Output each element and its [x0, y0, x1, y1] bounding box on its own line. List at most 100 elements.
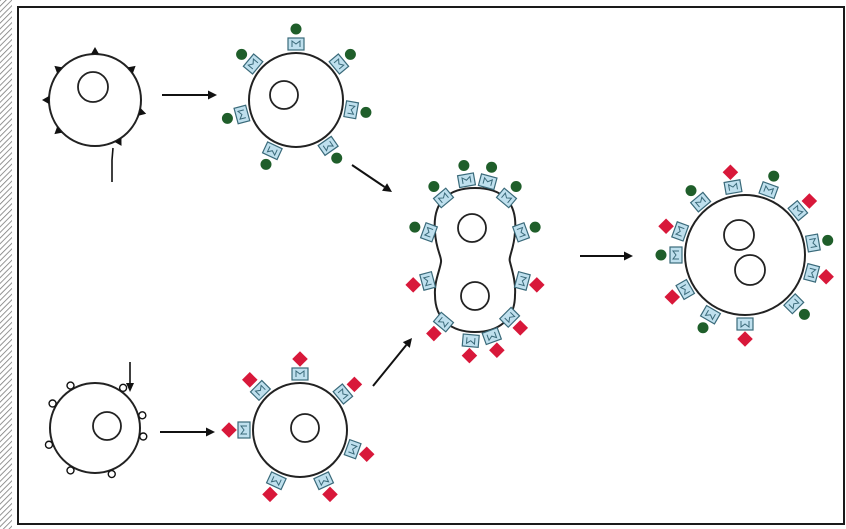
receptor-icon — [498, 306, 521, 329]
circle-marker-icon — [107, 469, 116, 479]
receptor-notch — [266, 146, 278, 157]
receptor-icon — [758, 181, 779, 200]
injection-arrow — [126, 362, 134, 392]
receptor-icon — [233, 104, 251, 125]
receptor-notch — [348, 443, 358, 455]
receptor-notch — [465, 337, 476, 346]
green-circle-ligand-icon — [260, 158, 272, 170]
cell-membrane — [248, 52, 344, 148]
receptor-notch — [486, 331, 498, 342]
receptor-notch — [740, 321, 750, 328]
receptor-notch — [461, 175, 472, 184]
green-circle-ligand-icon — [529, 221, 541, 233]
cell-nucleus — [734, 254, 766, 286]
receptor-notch — [437, 316, 449, 329]
receptor-icon — [419, 270, 437, 291]
receptor-icon — [481, 326, 503, 346]
cell-membrane — [48, 53, 142, 147]
receptor-notch — [727, 182, 738, 191]
green-circle-ligand-icon — [798, 308, 810, 320]
receptor-notch — [333, 57, 345, 70]
green-circle-ligand-icon — [768, 170, 780, 182]
arrow-head — [624, 251, 633, 261]
receptor-icon — [783, 293, 805, 315]
red-diamond-ligand-icon — [801, 193, 818, 209]
receptor-notch — [674, 225, 685, 237]
cell-nucleus — [457, 213, 487, 243]
green-circle-ligand-icon — [685, 185, 697, 197]
red-diamond-ligand-icon — [658, 218, 674, 235]
receptor-notch — [270, 476, 282, 487]
receptor-icon — [477, 173, 498, 191]
circle-marker-icon — [44, 440, 54, 449]
receptor-icon — [242, 53, 264, 75]
cell-nucleus — [460, 281, 490, 311]
receptor-notch — [347, 104, 356, 115]
green-circle-ligand-icon — [409, 221, 421, 233]
receptor-notch — [437, 191, 449, 204]
arrow-top-left-to-top-middle — [162, 90, 217, 100]
cell-nucleus — [723, 219, 755, 251]
receptor-icon — [343, 100, 360, 120]
left-hatched-edge — [0, 0, 12, 529]
receptor-notch — [254, 384, 266, 396]
receptor-icon — [332, 383, 354, 405]
arrow-head — [402, 338, 412, 348]
green-circle-ligand-icon — [822, 234, 834, 246]
red-diamond-ligand-icon — [722, 164, 739, 181]
receptor-notch — [694, 196, 707, 208]
receptor-notch — [516, 226, 527, 238]
receptor-icon — [237, 421, 251, 439]
green-circle-ligand-icon — [290, 23, 302, 35]
arrow-shaft — [351, 164, 386, 188]
green-circle-ligand-icon — [486, 161, 498, 173]
cell-membrane — [433, 186, 517, 334]
triangle-marker-icon — [42, 96, 49, 104]
receptor-icon — [432, 187, 455, 209]
receptor-notch — [788, 298, 800, 310]
receptor-icon — [261, 141, 283, 161]
cell-hybrid-mixed — [655, 164, 834, 347]
arrow-head — [126, 383, 134, 392]
green-circle-ligand-icon — [221, 112, 233, 124]
arrow-bottom-left-to-bottom-middle — [160, 427, 215, 437]
receptor-notch — [318, 476, 330, 487]
receptor-icon — [675, 278, 696, 301]
arrow-head — [382, 183, 392, 192]
circle-marker-icon — [66, 381, 75, 390]
green-circle-ligand-icon — [655, 249, 667, 261]
receptor-icon — [736, 317, 754, 331]
injection-line — [111, 147, 114, 182]
receptor-icon — [291, 367, 309, 381]
receptor-icon — [495, 187, 518, 209]
receptor-icon — [419, 221, 439, 243]
green-circle-ligand-icon — [344, 48, 356, 60]
cell-nucleus — [269, 80, 299, 110]
receptor-notch — [422, 275, 432, 287]
cell-top-left-unbound — [42, 47, 147, 182]
receptor-notch — [679, 284, 691, 296]
receptor-notch — [704, 309, 716, 321]
receptor-icon — [787, 199, 809, 222]
receptor-icon — [461, 333, 480, 349]
triangle-marker-icon — [54, 65, 63, 74]
receptor-icon — [317, 135, 339, 157]
arrow-head — [206, 427, 215, 437]
green-circle-ligand-icon — [236, 48, 248, 60]
receptor-icon — [804, 233, 821, 253]
receptor-notch — [322, 140, 335, 152]
receptor-icon — [328, 53, 350, 75]
circle-marker-icon — [48, 399, 57, 408]
receptor-notch — [809, 237, 818, 248]
diagram-frame — [17, 6, 845, 525]
circle-marker-icon — [139, 432, 148, 441]
receptor-notch — [807, 267, 817, 279]
red-diamond-ligand-icon — [242, 372, 258, 388]
receptor-notch — [247, 57, 259, 70]
triangle-marker-icon — [54, 126, 63, 135]
green-circle-ligand-icon — [331, 152, 343, 164]
receptor-notch — [763, 184, 775, 195]
green-circle-ligand-icon — [510, 180, 522, 192]
receptor-icon — [265, 471, 287, 491]
